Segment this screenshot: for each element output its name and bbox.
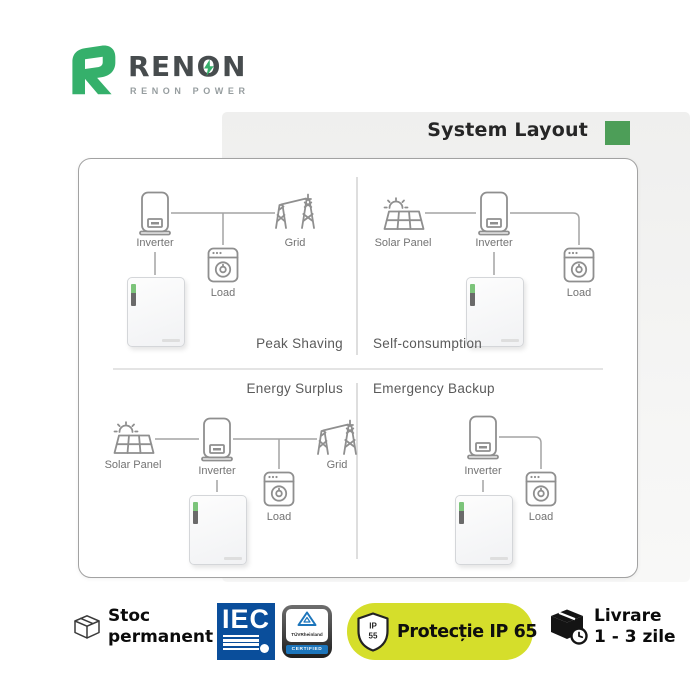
protection-label: Protecție IP 65 [397,621,538,642]
wordmark-pre: REN [128,50,197,83]
grid-icon [275,193,315,234]
battery [189,495,247,565]
stock-line1: Stoc [108,606,151,626]
quadrant-title-emergency-backup: Emergency Backup [373,381,495,396]
page-title: System Layout [427,119,588,141]
tuv-rheinland-logo: TÜVRheinland CERTIFIED [282,605,332,658]
tuv-certified-banner: CERTIFIED [286,645,328,654]
iec-logo-text: IEC [222,604,271,634]
quadrant-title-peak-shaving: Peak Shaving [256,336,343,351]
load-icon [563,247,595,288]
load-label: Load [566,287,592,299]
tuv-brand-text: TÜVRheinland [291,632,323,637]
tuv-triangle-icon [297,611,317,626]
delivery-badge: Livrare 1 - 3 zile [594,606,676,648]
solar-panel-label: Solar Panel [374,237,432,249]
inverter-icon [139,191,171,242]
divider-horizontal [113,368,603,370]
inverter-label: Inverter [198,465,236,477]
inverter-label: Inverter [136,237,174,249]
solar-panel-icon [381,197,425,236]
lightning-bolt-icon [204,59,215,76]
divider-vertical-top [356,177,358,355]
load-icon [263,471,295,512]
load-label: Load [266,511,292,523]
divider-vertical-bottom [356,383,358,559]
tuv-logo-inner: TÜVRheinland [286,609,328,642]
inverter-label: Inverter [475,237,513,249]
ip-shield-icon: IP 55 [357,611,389,652]
shield-text-top: IP [369,621,377,630]
battery [127,277,185,347]
load-icon [207,247,239,288]
iec-logo-lines [223,633,259,652]
load-label: Load [210,287,236,299]
inverter-icon [201,417,233,468]
battery [466,277,524,347]
system-layout-card: Inverter Grid Load Peak Shaving Solar Pa… [78,158,638,578]
delivery-line2: 1 - 3 zile [594,627,676,647]
iec-logo: IEC [217,603,275,660]
wordmark-post: N [221,50,247,83]
package-box-icon [72,612,102,647]
load-label: Load [528,511,554,523]
protection-badge: IP 55 Protecție IP 65 [347,603,538,660]
inverter-label: Inverter [464,465,502,477]
quadrant-title-energy-surplus: Energy Surplus [246,381,343,396]
load-icon [525,471,557,512]
delivery-parcel-clock-icon [546,607,588,650]
renon-logo-mark-icon [72,45,116,95]
delivery-line1: Livrare [594,606,662,626]
quadrant-title-self-consumption: Self-consumption [373,336,483,351]
solar-panel-label: Solar Panel [104,459,162,471]
wordmark-o: O [197,50,222,83]
logo-tagline: RENON POWER [130,86,250,96]
logo-wordmark: RENON [128,50,247,83]
logo: RENON RENON POWER [64,42,294,102]
stock-badge: Stoc permanent [108,606,213,648]
inverter-icon [478,191,510,242]
shield-text-bottom: 55 [369,631,378,640]
title-accent-square [605,121,630,145]
stock-line2: permanent [108,627,214,647]
iec-logo-dot [260,644,269,653]
grid-icon [317,419,357,460]
grid-label: Grid [284,237,306,249]
solar-panel-icon [111,421,155,460]
grid-label: Grid [326,459,348,471]
inverter-icon [467,415,499,466]
battery [455,495,513,565]
